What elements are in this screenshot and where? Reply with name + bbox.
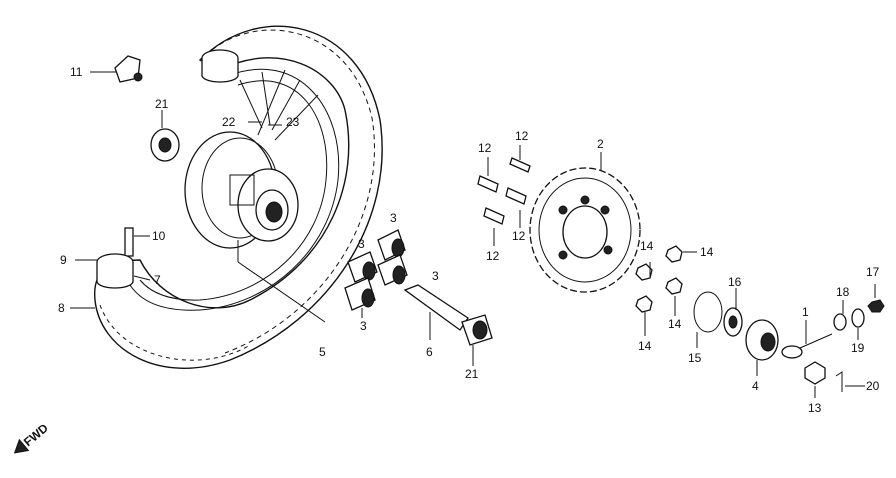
callout-1: 1 [802, 305, 809, 319]
rim [129, 68, 340, 311]
callout-3a: 3 [390, 211, 397, 225]
collar-3 [377, 254, 408, 286]
callout-22: 22 [222, 115, 236, 129]
leader-lines [70, 71, 876, 398]
fwd-arrow-icon [13, 438, 30, 454]
callout-10: 10 [152, 229, 166, 243]
callout-11: 11 [70, 65, 83, 79]
callout-23: 23 [286, 115, 300, 129]
callout-12a: 12 [515, 129, 529, 143]
callout-3b: 3 [358, 237, 365, 251]
nut-c [665, 277, 683, 295]
collar-1 [377, 229, 406, 261]
collar-4 [344, 277, 376, 311]
callout-17: 17 [866, 265, 880, 279]
callout-21b: 21 [465, 367, 479, 381]
callout-14a: 14 [640, 239, 654, 253]
callout-12c: 12 [512, 229, 526, 243]
washer [833, 313, 847, 331]
tube-cylinder [201, 49, 239, 83]
callout-20: 20 [866, 379, 880, 393]
tire [94, 25, 383, 369]
callout-15: 15 [688, 351, 702, 365]
callout-7: 7 [154, 273, 161, 287]
cotter-nut [867, 299, 885, 313]
callout-3c: 3 [432, 269, 439, 283]
callout-12b: 12 [478, 141, 492, 155]
rear-wheel [94, 25, 383, 369]
nut-d [635, 295, 653, 313]
stud-bolt-b [477, 175, 499, 193]
stud-bolt-d [483, 207, 505, 225]
cotter-pin [835, 371, 843, 392]
callout-labels: 11 21 22 23 10 9 7 8 5 3 3 3 3 6 21 12 1… [58, 65, 880, 415]
callout-5: 5 [319, 345, 326, 359]
callout-21a: 21 [155, 97, 169, 111]
fwd-label: FWD [21, 421, 51, 450]
callout-14d: 14 [638, 339, 652, 353]
stud-bolt-c [505, 187, 527, 205]
rear-axle [781, 333, 833, 359]
tire-flap-clip [114, 55, 143, 83]
callout-19: 19 [851, 341, 865, 355]
bearing-right [461, 314, 493, 346]
callout-4: 4 [752, 379, 759, 393]
driven-sprocket [529, 167, 641, 293]
adjuster-plate [851, 308, 865, 328]
axle-nut [804, 361, 826, 385]
callout-18: 18 [836, 285, 850, 299]
callout-13: 13 [808, 401, 822, 415]
collar-2 [347, 251, 378, 283]
circlip [693, 291, 723, 333]
nut-b [665, 245, 683, 263]
bearing-left [150, 128, 180, 162]
fwd-direction-marker: FWD [13, 421, 51, 454]
rim-band [124, 227, 134, 257]
callout-9: 9 [60, 253, 67, 267]
callout-14c: 14 [668, 317, 682, 331]
axle-spacer [403, 284, 469, 331]
callout-14b: 14 [700, 245, 714, 259]
stud-bolt-a [509, 157, 531, 173]
callout-16: 16 [728, 275, 742, 289]
oil-seal [723, 307, 743, 337]
callout-2: 2 [597, 137, 604, 151]
callout-6: 6 [426, 345, 433, 359]
inner-tube [96, 253, 134, 289]
callout-8: 8 [58, 301, 65, 315]
callout-3d: 3 [360, 319, 367, 333]
spokes [239, 69, 319, 141]
hub-drum [184, 131, 299, 249]
side-collar [745, 319, 779, 361]
callout-12d: 12 [486, 249, 500, 263]
